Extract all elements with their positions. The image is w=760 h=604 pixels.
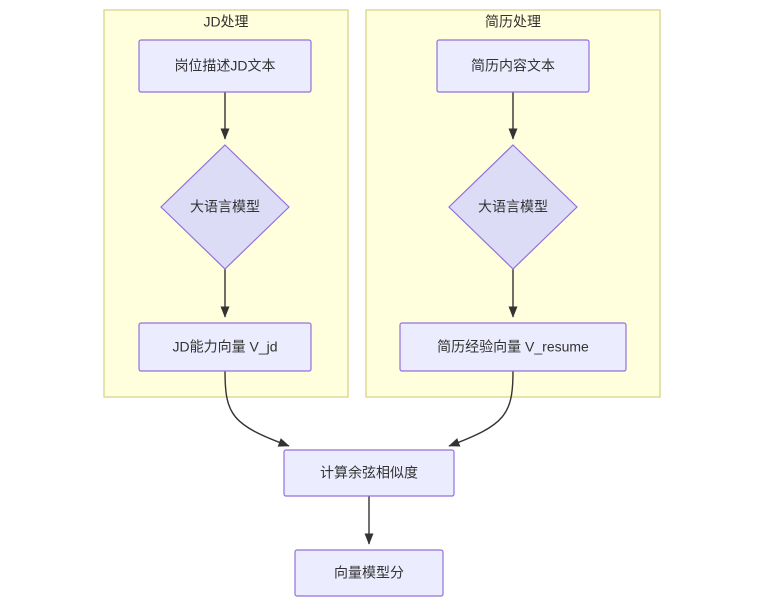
node-jd-llm[interactable]: 大语言模型 [160, 144, 290, 270]
node-jd-vector-label: JD能力向量 V_jd [172, 339, 277, 355]
node-resume-text[interactable]: 简历内容文本 [436, 39, 590, 93]
node-cosine-shape[interactable] [283, 449, 455, 497]
node-resume-llm-label: 大语言模型 [478, 199, 548, 215]
node-score-shape[interactable] [294, 549, 444, 597]
node-score[interactable]: 向量模型分 [294, 549, 444, 597]
node-resume-text-shape[interactable] [436, 39, 590, 93]
node-jd-text-shape[interactable] [138, 39, 312, 93]
node-jd-text-label: 岗位描述JD文本 [174, 58, 275, 74]
node-cosine[interactable]: 计算余弦相似度 [283, 449, 455, 497]
subgraph-jd-title: JD处理 [203, 14, 248, 30]
edge-resume-vector-to-cosine [448, 370, 514, 447]
node-resume-vector[interactable]: 简历经验向量 V_resume [399, 322, 627, 372]
node-resume-vector-shape[interactable] [399, 322, 627, 372]
subgraph-resume-title: 简历处理 [485, 14, 541, 30]
node-resume-vector-label: 简历经验向量 V_resume [437, 339, 589, 355]
edge-jd-vector-to-cosine [224, 370, 290, 447]
node-jd-vector-shape[interactable] [138, 322, 312, 372]
node-score-label: 向量模型分 [334, 565, 404, 581]
node-jd-vector[interactable]: JD能力向量 V_jd [138, 322, 312, 372]
node-resume-llm-shape[interactable] [448, 144, 578, 270]
node-cosine-label: 计算余弦相似度 [320, 465, 418, 481]
node-resume-text-label: 简历内容文本 [471, 58, 555, 74]
node-jd-llm-shape[interactable] [160, 144, 290, 270]
node-jd-text[interactable]: 岗位描述JD文本 [138, 39, 312, 93]
node-jd-llm-label: 大语言模型 [190, 199, 260, 215]
node-resume-llm[interactable]: 大语言模型 [448, 144, 578, 270]
